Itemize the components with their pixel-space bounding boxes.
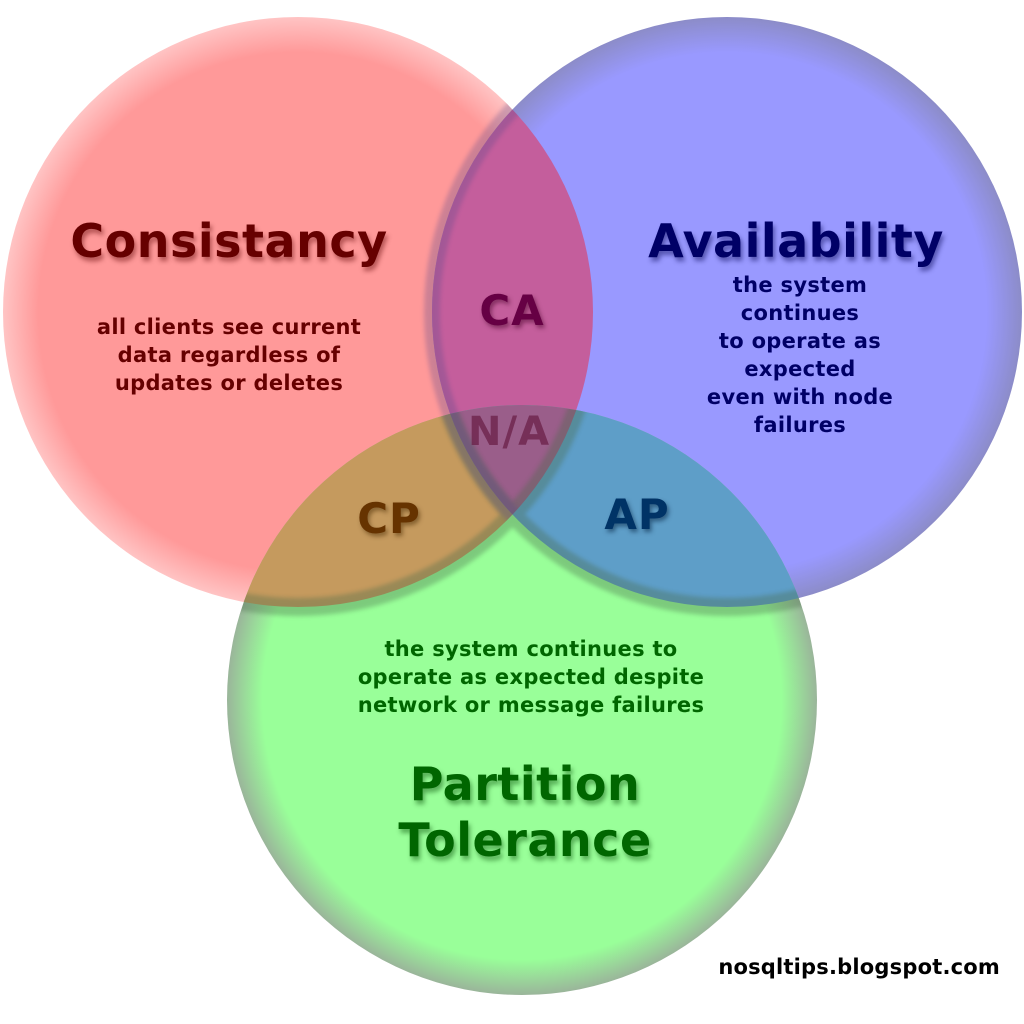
ap-overlap [432, 405, 817, 607]
ca-label: CA [479, 286, 545, 335]
consistency-title: Consistancy [70, 214, 388, 268]
na-label: N/A [467, 409, 551, 455]
availability-title: Availability [648, 214, 944, 268]
consistency-description: all clients see current data regardless … [96, 315, 362, 395]
ap-label: AP [604, 490, 670, 539]
source-credit: nosqltips.blogspot.com [718, 955, 1000, 979]
partition-tolerance-description: the system continues to operate as expec… [357, 637, 705, 717]
cp-label: CP [357, 494, 421, 543]
cp-overlap [227, 405, 593, 607]
availability-description: the system continues to operate as expec… [706, 273, 894, 437]
partition-tolerance-title: Partition Tolerance [398, 757, 652, 867]
